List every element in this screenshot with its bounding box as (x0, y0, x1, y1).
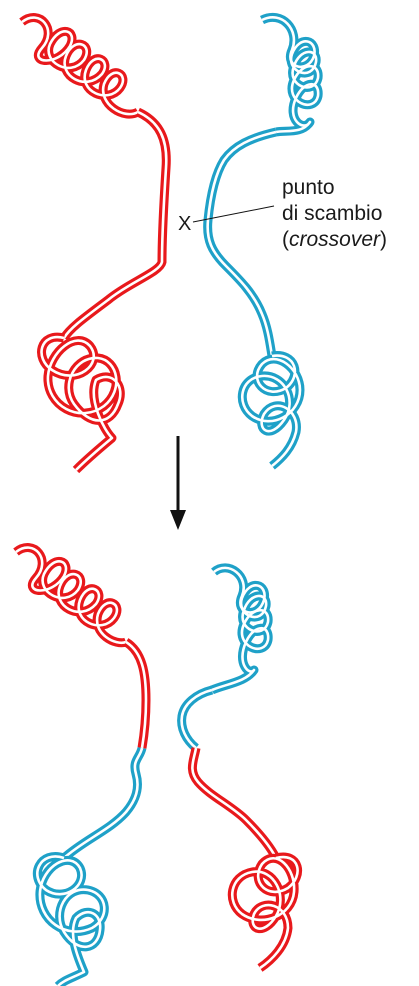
chromatid-bottom-right (177, 563, 302, 972)
top-blue-coil-core (261, 16, 320, 134)
arrow-head (170, 510, 186, 530)
label-line-2: di scambio (282, 202, 382, 225)
chromatid-top-red (19, 13, 171, 474)
chromatid-bottom-left (13, 543, 151, 986)
bottom-left-red-coil-core (15, 546, 127, 645)
bottom-right-red-loop-core (231, 855, 299, 970)
bottom-right-blue-strand-core (180, 688, 213, 750)
chromatid-top-blue (203, 12, 323, 470)
bottom-left-blue-strand-core (63, 747, 144, 859)
paren-open: ( (282, 228, 289, 251)
top-red-coil-core (21, 16, 139, 116)
bottom-right-blue-coil-core (211, 566, 270, 692)
bottom-left-blue-strand (60, 746, 147, 862)
bottom-left-red-strand-core (125, 640, 148, 749)
label-line-1: punto (282, 176, 335, 199)
leader-line (192, 205, 275, 223)
crossover-term: crossover (289, 228, 381, 251)
top-blue-strand-core (206, 130, 277, 357)
down-arrow (170, 436, 186, 530)
bottom-right-blue-strand (177, 685, 214, 752)
label-line-3: (crossover) (282, 228, 387, 251)
top-red-strand-core (62, 110, 168, 339)
top-blue-coil (259, 12, 323, 137)
crossover-x-marker: X (178, 213, 191, 235)
bottom-left-blue-loop-core (36, 855, 106, 986)
top-red-strand (60, 107, 171, 341)
crossover-annotation: X punto di scambio (crossover) (178, 176, 387, 251)
bottom-left-blue-loop (32, 852, 109, 986)
top-red-loop-core (40, 335, 122, 471)
paren-close: ) (380, 228, 387, 251)
bottom-right-red-strand-core (191, 747, 278, 859)
top-blue-loop-core (241, 354, 302, 468)
bottom-right-red-strand (187, 747, 281, 861)
top-red-coil (19, 13, 141, 119)
